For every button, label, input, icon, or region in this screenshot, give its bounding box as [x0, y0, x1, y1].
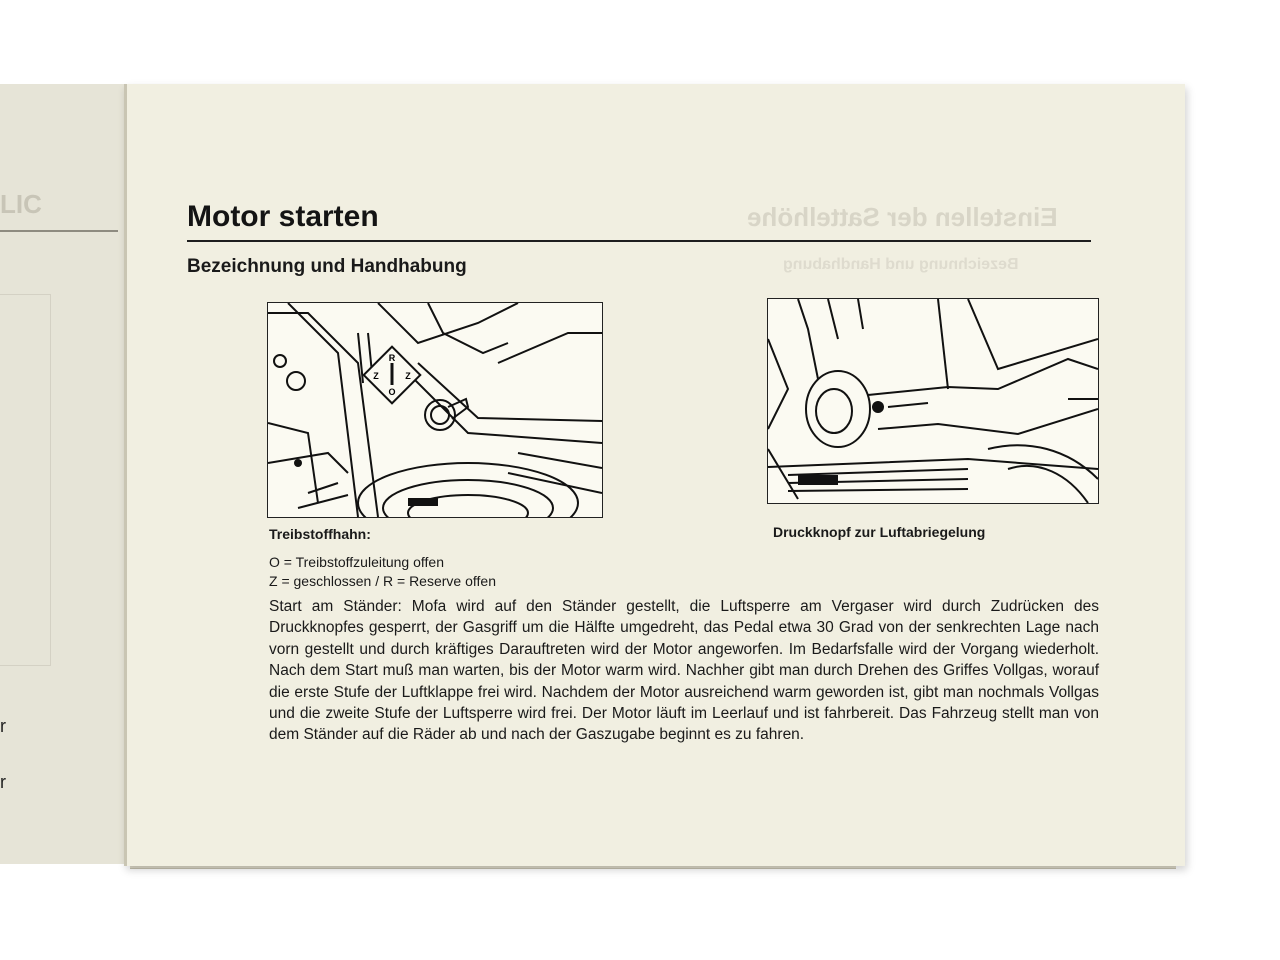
manual-page: Einstellen der Sattelhöhe Bezeichnung un… — [124, 84, 1185, 866]
valve-label-r: R — [389, 353, 396, 363]
page-title: Motor starten — [187, 200, 379, 233]
show-through-subheading: Bezeichnung und Handhabung — [783, 256, 1019, 273]
fuel-valve-caption-line-1: O = Treibstoffzuleitung offen — [269, 554, 444, 570]
choke-button-caption: Druckknopf zur Luftabriegelung — [773, 524, 986, 540]
choke-button-illustration — [767, 298, 1099, 504]
fuel-valve-caption-line-2: Z = geschlossen / R = Reserve offen — [269, 573, 496, 589]
section-subtitle: Bezeichnung und Handhabung — [187, 256, 467, 277]
left-page-ghost-heading: LIC — [0, 189, 42, 219]
valve-label-z-right: Z — [405, 371, 411, 381]
fuel-valve-illustration: R Z Z O — [267, 302, 603, 518]
fuel-valve-caption-title: Treibstoffhahn: — [269, 526, 371, 542]
valve-label-o: O — [388, 387, 395, 397]
left-page-ghost-frame — [0, 294, 51, 666]
start-instructions-paragraph: Start am Ständer: Mofa wird auf den Stän… — [269, 598, 1099, 744]
title-rule — [187, 240, 1091, 242]
show-through-heading: Einstellen der Sattelhöhe — [747, 202, 1058, 232]
left-page-rule — [0, 230, 118, 232]
fuel-valve-drawing: R Z Z O — [268, 303, 602, 517]
left-page-text-2: r — [0, 772, 6, 792]
choke-button-drawing — [768, 299, 1098, 503]
left-page-text-1: r — [0, 716, 6, 736]
valve-label-z-left: Z — [373, 371, 379, 381]
left-page: LIC r r — [0, 84, 132, 864]
